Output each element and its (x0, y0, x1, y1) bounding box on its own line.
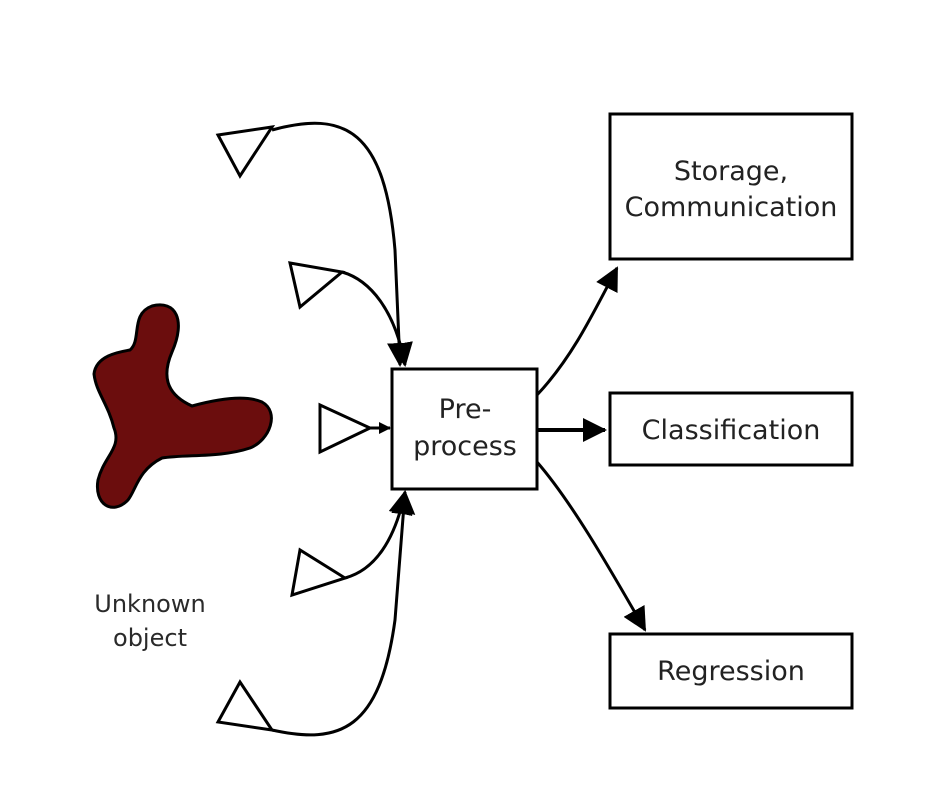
preprocess-box (390, 367, 539, 491)
output-connector-storage (535, 266, 619, 397)
output-connector-regression (535, 461, 647, 632)
sensor-triangle (288, 261, 346, 310)
classification-box (608, 391, 854, 467)
sensor-triangle (318, 402, 374, 455)
preprocess-label: Pre- (439, 394, 492, 425)
storage-communication-box (608, 112, 854, 261)
sensor-connector (271, 490, 416, 737)
regression-box (608, 632, 854, 710)
sensor-connector (271, 121, 412, 367)
storage-communication-label: Storage, (674, 156, 788, 187)
unknown-object-label: Unknown (94, 590, 205, 618)
classification-label: Classification (642, 415, 821, 446)
storage-communication-label: Communication (625, 192, 838, 223)
sensor-connector (341, 270, 413, 367)
sensor-triangle (215, 679, 276, 732)
unknown-object-shape (92, 303, 273, 509)
preprocess-label: process (413, 431, 517, 462)
unknown-object-label: object (113, 624, 187, 652)
sensor-triangle (290, 547, 349, 598)
sensor-triangle (215, 125, 276, 179)
regression-label: Regression (657, 656, 805, 687)
sensor-connector (344, 490, 413, 580)
